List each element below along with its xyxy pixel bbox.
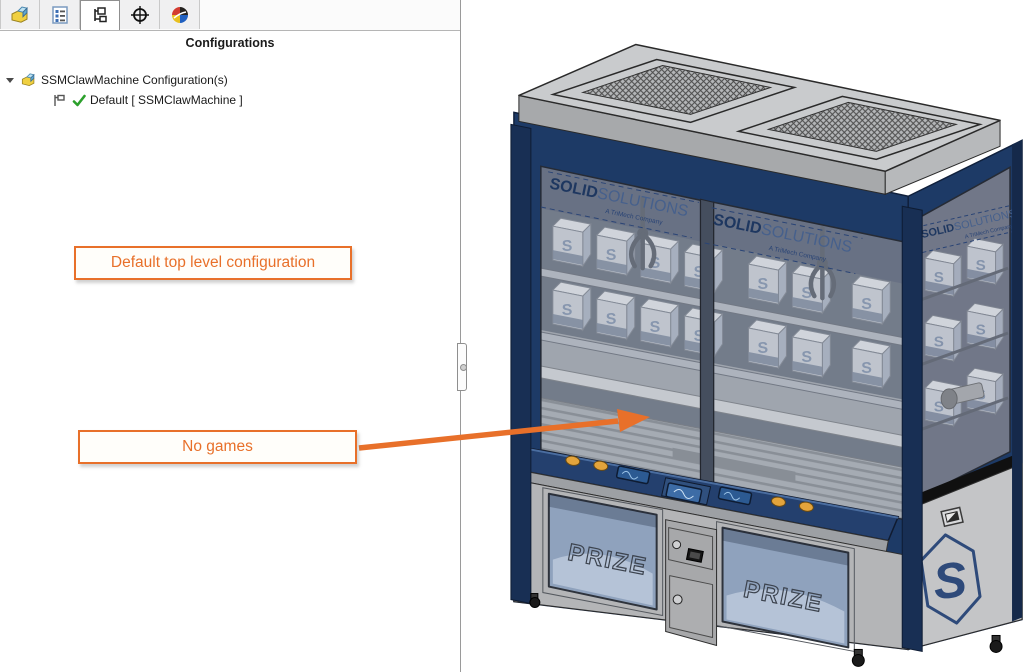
- prize-window-left: PRIZE: [542, 487, 664, 617]
- dimxpertmanager-tab[interactable]: [120, 0, 160, 29]
- lock-upper: [672, 540, 682, 550]
- configuration-tree-icon: [94, 6, 107, 22]
- callout-no-games: No games: [78, 430, 357, 464]
- lock-lower: [672, 594, 683, 605]
- panel-splitter-handle[interactable]: [457, 343, 467, 391]
- part-icon: [11, 5, 28, 23]
- manager-tab-bar: [0, 0, 460, 31]
- propertymanager-tab[interactable]: [40, 0, 80, 29]
- wheel-front-center: [851, 648, 865, 667]
- vent-grille-right: [735, 95, 983, 161]
- flag-pin-icon: [52, 93, 68, 108]
- lower-cabinet: PRIZE PRIZE: [513, 479, 909, 653]
- graphics-area[interactable]: S: [461, 0, 1031, 672]
- machine-side-panel: SOLIDSOLUTIONS A TriMech Company S: [907, 166, 1023, 651]
- configuration-manager-panel: Configurations SSMClawMachine Configurat…: [0, 0, 461, 672]
- screen-right: [717, 486, 753, 506]
- appearance-ball-icon: [171, 6, 188, 23]
- top-slab: [518, 43, 1001, 195]
- default-config-label: Default [ SSMClawMachine ]: [90, 93, 243, 107]
- expander-arrow[interactable]: [6, 77, 14, 83]
- vent-grille-left: [549, 58, 798, 124]
- displaymanager-tab[interactable]: [160, 0, 200, 29]
- wheel-front-left: [529, 593, 541, 609]
- joystick-buttons-right: [771, 496, 814, 512]
- tree-row-root[interactable]: SSMClawMachine Configuration(s): [0, 70, 460, 90]
- screen-center: [665, 482, 703, 504]
- configuration-tree: SSMClawMachine Configuration(s) Default …: [0, 70, 460, 110]
- coin-return-slot: [940, 506, 964, 528]
- green-check-icon: [72, 94, 86, 107]
- wheel-side-right: [989, 634, 1003, 653]
- gantry-rod: [940, 382, 985, 410]
- root-config-label: SSMClawMachine Configuration(s): [41, 73, 228, 87]
- machine-interior: [540, 166, 906, 520]
- joystick-buttons-left: [565, 455, 609, 471]
- featuremanager-design-tree-tab[interactable]: [0, 0, 40, 29]
- side-hexagon-logo: S: [919, 533, 982, 625]
- callout-default-configuration: Default top level configuration: [74, 246, 352, 280]
- splitter-dot: [460, 364, 467, 371]
- callout-bottom-text: No games: [182, 438, 253, 455]
- panel-title: Configurations: [185, 36, 275, 50]
- callout-top-text: Default top level configuration: [110, 254, 316, 271]
- configurationmanager-tab[interactable]: [80, 0, 120, 30]
- claw-machine-model[interactable]: S: [461, 0, 1031, 672]
- front-glass-panels: [540, 165, 906, 521]
- card-reader: [685, 548, 704, 563]
- configuration-box-icon: [20, 72, 37, 88]
- center-service-column: [665, 519, 718, 647]
- caster-wheels: [529, 593, 1003, 667]
- prize-window-right: PRIZE: [716, 521, 855, 653]
- control-deck: [514, 446, 900, 553]
- tree-row-default-config[interactable]: Default [ SSMClawMachine ]: [0, 90, 460, 110]
- side-logo-letter: S: [930, 551, 969, 610]
- target-icon: [130, 5, 149, 24]
- property-list-icon: [51, 5, 68, 24]
- corner-pillars: [510, 123, 1023, 653]
- screen-left: [615, 465, 651, 485]
